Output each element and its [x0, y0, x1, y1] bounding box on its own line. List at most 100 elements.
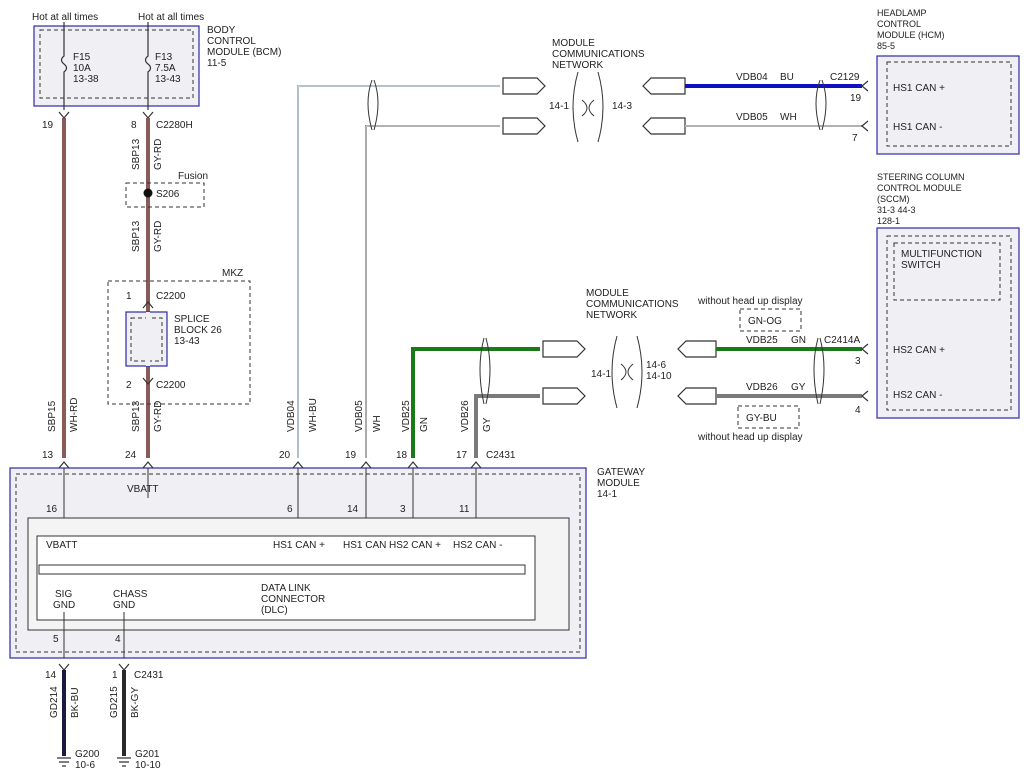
- gy-label: GY: [791, 382, 806, 393]
- sccm-module: STEERING COLUMN CONTROL MODULE (SCCM) 31…: [876, 172, 1020, 419]
- gw-pin-20: 20: [279, 450, 291, 461]
- vdb26-vertical: VDB26: [460, 400, 471, 432]
- mcn2-left-ref: 14-1: [591, 369, 611, 380]
- wire-vdb26-gy: [474, 394, 540, 458]
- network-arrow-icon: [642, 77, 686, 95]
- twisted-pair-icon: [813, 337, 825, 405]
- sccm-inner-dashed: [886, 235, 1012, 411]
- twisted-pair-icon: [815, 79, 827, 131]
- vdb05-vertical: VDB05: [354, 400, 365, 432]
- gy-rd-label-c: GY-RD: [153, 401, 164, 432]
- bcm-pin-19: 19: [42, 120, 54, 131]
- vdb05-label: VDB05: [736, 112, 768, 123]
- gy-bu-label: GY-BU: [746, 413, 777, 424]
- sccm-outline: [876, 227, 1020, 419]
- connector-chevron-icon: [58, 663, 70, 671]
- bcm-pin-8: 8: [131, 120, 137, 131]
- f15-ref: 13-38: [73, 74, 99, 85]
- s206-label: S206: [156, 189, 180, 200]
- bcm-module: Hot at all times Hot at all times BODY C…: [32, 12, 281, 131]
- s206-dashed-box: [125, 182, 205, 208]
- c2200-pin-2: 2: [126, 380, 132, 391]
- sccm-hs2-can-minus: HS2 CAN -: [893, 390, 942, 401]
- sccm-hs2-can-plus: HS2 CAN +: [893, 345, 945, 356]
- f13-amp: 7.5A: [155, 63, 176, 74]
- hcm-inner-dashed: [886, 61, 1012, 147]
- g201-ref: 10-10: [135, 760, 161, 771]
- g200-label: G200: [75, 749, 100, 760]
- dlc-pin-6: 6: [287, 504, 293, 515]
- module-comm-network-2: MODULE COMMUNICATIONS NETWORK 14-1 14-6 …: [586, 288, 679, 409]
- connector-chevron-icon: [142, 111, 154, 119]
- network-arrow-icon: [677, 340, 717, 358]
- sig-gnd-1: SIG: [55, 589, 72, 600]
- mcn1-right-ref: 14-3: [612, 101, 632, 112]
- sccm-ref-1: 31-3 44-3: [877, 205, 916, 215]
- c2431-top-label: C2431: [486, 450, 516, 461]
- gy-bu-dashed-box: [737, 405, 800, 429]
- dlc-slot: [38, 564, 526, 575]
- chass-gnd-1: CHASS: [113, 589, 148, 600]
- twisted-pair-icon: [367, 79, 379, 131]
- splice-gap: [146, 312, 150, 366]
- bcm-title-2: CONTROL: [207, 36, 256, 47]
- ground-icon: [117, 757, 131, 767]
- dlc-hs2-can-minus: HS2 CAN -: [453, 540, 502, 551]
- mcn1-title-1: MODULE: [552, 38, 595, 49]
- c2414a-label: C2414A: [824, 335, 860, 346]
- wire-vdb25-gn: [411, 347, 540, 458]
- connector-chevron-icon: [58, 461, 70, 469]
- wire-vdb04-stripe: [297, 85, 500, 458]
- hcm-title-2: CONTROL: [877, 19, 921, 29]
- connector-chevron-icon: [861, 80, 869, 92]
- wh-label: WH: [780, 112, 797, 123]
- network-arrow-icon: [542, 387, 586, 405]
- vdb25-label: VDB25: [746, 335, 778, 346]
- network-arrow-icon: [542, 340, 586, 358]
- sig-gnd-2: GND: [53, 600, 75, 611]
- connector-chevron-icon: [407, 461, 419, 469]
- dlc-hs1-can-plus: HS1 CAN +: [273, 540, 325, 551]
- connector-chevron-icon: [470, 461, 482, 469]
- connector-chevron-icon: [58, 111, 70, 119]
- f15-amp: 10A: [73, 63, 91, 74]
- c2129-label: C2129: [830, 72, 860, 83]
- mcn2-title-3: NETWORK: [586, 310, 637, 321]
- sccm-title-3: (SCCM): [877, 194, 910, 204]
- vdb04-vertical: VDB04: [286, 400, 297, 432]
- connector-chevron-icon: [142, 301, 154, 309]
- fuse-f13-icon: [144, 22, 152, 110]
- network-break-icon: [611, 335, 643, 409]
- bcm-title-1: BODY: [207, 25, 236, 36]
- connector-chevron-icon: [861, 120, 869, 132]
- hcm-title-3: MODULE (HCM): [877, 30, 945, 40]
- gateway-title-2: MODULE: [597, 478, 640, 489]
- mcn1-left-ref: 14-1: [549, 101, 569, 112]
- network-arrow-icon: [502, 77, 546, 95]
- gd214-label: GD214: [49, 686, 60, 718]
- bcm-inner-dashed: [39, 29, 194, 99]
- gw-pin-17: 17: [456, 450, 468, 461]
- sbp15-label: SBP15: [47, 400, 58, 432]
- wh-bu-vertical: WH-BU: [308, 398, 319, 432]
- splice-block-ref: 13-43: [174, 336, 200, 347]
- hcm-pin-19: 19: [850, 93, 862, 104]
- mfs-dashed-box: [893, 242, 1001, 301]
- ground-icon: [57, 757, 71, 767]
- c2200-label-b: C2200: [156, 380, 186, 391]
- mfs-title-2: SWITCH: [901, 260, 940, 271]
- g201-label: G201: [135, 749, 160, 760]
- gy-rd-label-a: GY-RD: [153, 139, 164, 170]
- gn-og-label: GN-OG: [748, 316, 782, 327]
- dlc-hs1-can-minus: HS1 CAN: [343, 540, 386, 551]
- sccm-ref-2: 128-1: [877, 216, 900, 226]
- vdb26-label: VDB26: [746, 382, 778, 393]
- wh-vertical: WH: [372, 415, 383, 432]
- bk-gy-label: BK-GY: [130, 687, 141, 718]
- ground-pin-14: 14: [45, 670, 57, 681]
- sccm-title-2: CONTROL MODULE: [877, 183, 962, 193]
- g200-ref: 10-6: [75, 760, 95, 771]
- hot-label-2: Hot at all times: [138, 12, 204, 23]
- fuse-f15-icon: [60, 22, 68, 110]
- gateway-ref: 14-1: [597, 489, 617, 500]
